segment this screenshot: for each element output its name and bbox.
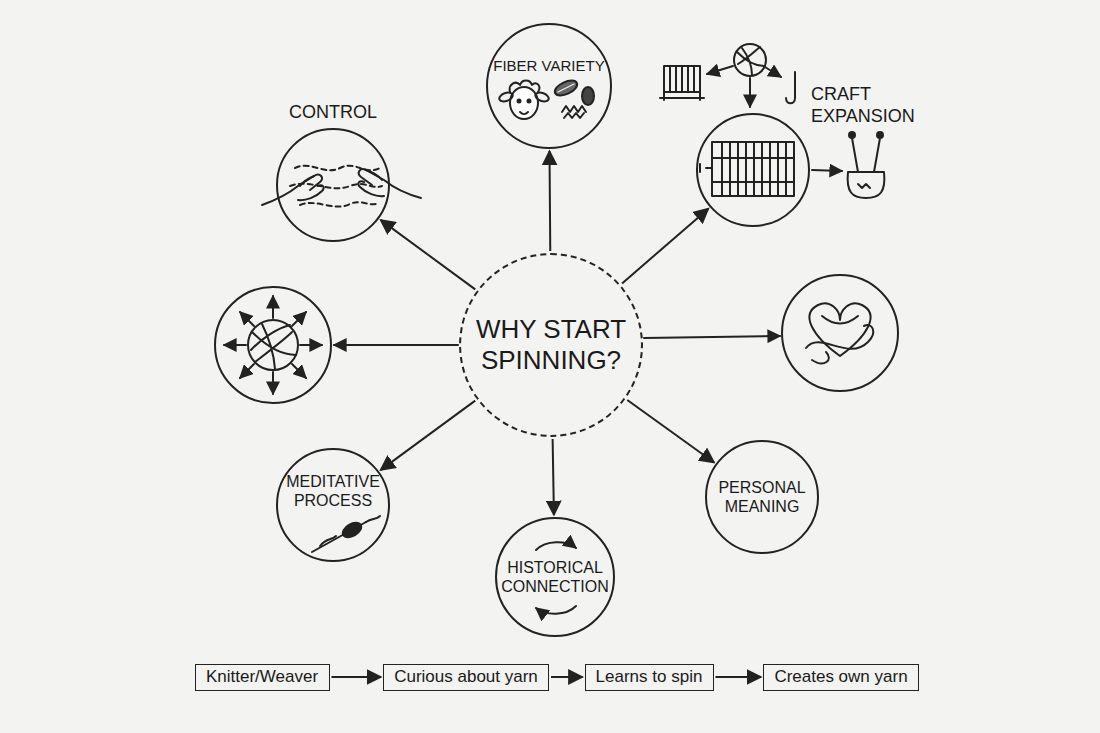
fiber-illustration [498, 77, 594, 119]
reason-circle: FIBER VARIETY [486, 23, 612, 149]
reason-circle: CRAFT EXPANSION [696, 113, 810, 227]
reason-circle: MEDITATIVE PROCESS [276, 448, 390, 562]
heart-knot-illustration [806, 303, 873, 363]
step-label: Curious about yarn [394, 667, 538, 687]
reason-label: MEDITATIVE PROCESS [279, 472, 387, 510]
spindle-illustration [312, 516, 380, 552]
process-box: Knitter/Weaver [195, 664, 330, 691]
connector-arrow [381, 401, 476, 470]
reason-circle: HISTORICAL CONNECTION [495, 517, 615, 637]
yarn-ball-illustration [224, 296, 322, 394]
reason-label: PERSONAL MEANING [712, 478, 812, 516]
reason-label: WHY START SPINNING? [463, 314, 639, 376]
step-label: Creates own yarn [774, 667, 907, 687]
process-box: Curious about yarn [383, 664, 549, 691]
connector-arrow [332, 676, 382, 678]
step-label: Learns to spin [596, 667, 703, 687]
reason-circle: CONTROL [276, 128, 390, 242]
image-circles [215, 275, 898, 403]
central-question: WHY START SPINNING? [459, 253, 643, 437]
process-box: Creates own yarn [763, 664, 919, 691]
connector-arrow [549, 151, 552, 251]
connector-arrow [627, 400, 714, 463]
connector-arrow [381, 220, 476, 289]
reason-label: FIBER VARIETY [488, 57, 610, 75]
connector-arrow [553, 439, 554, 515]
reason-label: CONTROL [273, 102, 393, 124]
reason-label: CRAFT EXPANSION [811, 84, 923, 127]
reason-circle: PERSONAL MEANING [705, 440, 819, 554]
hands-illustration [262, 166, 421, 207]
connector-arrow [551, 676, 583, 678]
connector-arrow [716, 676, 762, 678]
process-box: Learns to spin [585, 664, 714, 691]
connector-arrow [622, 209, 708, 284]
step-label: Knitter/Weaver [206, 667, 318, 687]
reason-label: HISTORICAL CONNECTION [498, 558, 612, 596]
